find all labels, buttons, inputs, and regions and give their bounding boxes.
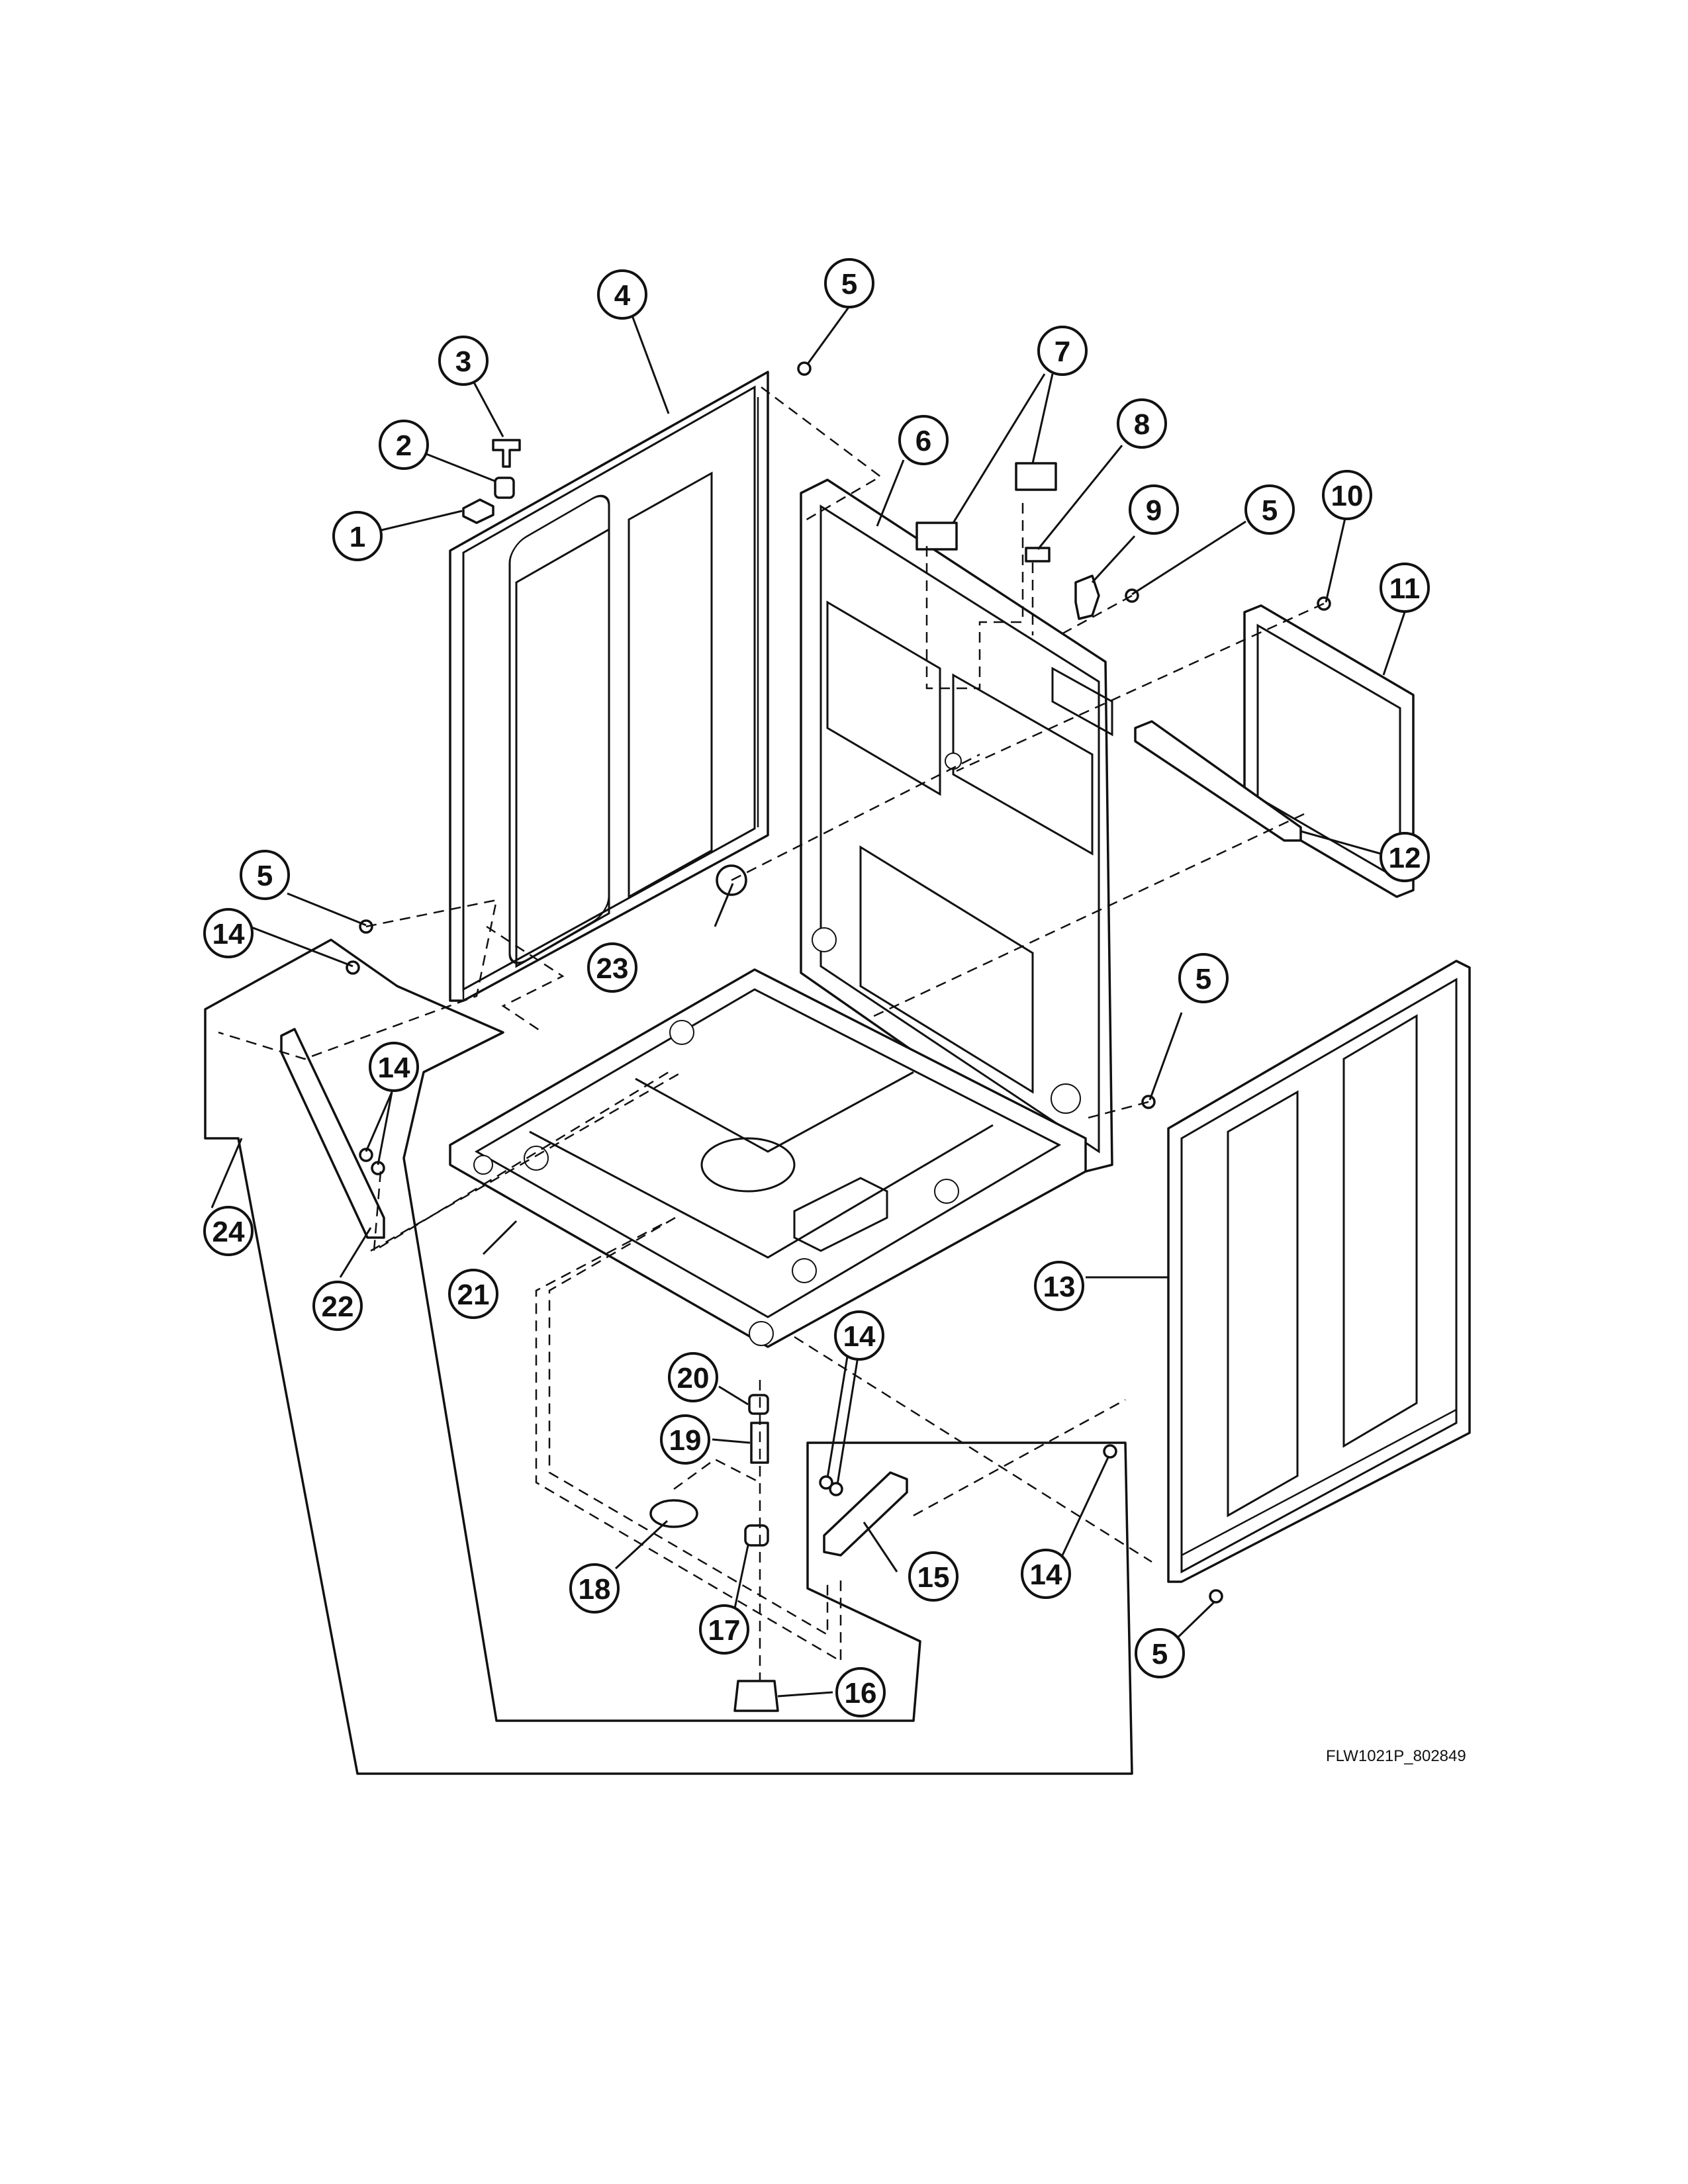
svg-text:22: 22 [322, 1291, 354, 1323]
callout-12: 12 [1380, 832, 1430, 882]
svg-text:24: 24 [212, 1216, 245, 1248]
callout-5-top: 5 [824, 258, 874, 308]
part-17-spacer [744, 1524, 769, 1547]
svg-text:10: 10 [1331, 480, 1364, 512]
svg-text:5: 5 [1152, 1638, 1168, 1670]
callout-1: 1 [332, 511, 383, 561]
part-13-right-side-panel [1167, 960, 1471, 1583]
svg-text:14: 14 [212, 918, 245, 950]
part-12-strip [1134, 720, 1302, 842]
callout-24: 24 [203, 1206, 254, 1256]
part-15-brace [823, 1471, 908, 1557]
callout-23: 23 [587, 942, 637, 993]
callout-20: 20 [668, 1352, 718, 1402]
svg-text:18: 18 [579, 1573, 611, 1606]
svg-text:1: 1 [350, 521, 365, 553]
leader-lines [211, 306, 1406, 1698]
callout-14-right: 14 [1021, 1549, 1071, 1599]
callout-22: 22 [312, 1281, 363, 1331]
callout-5-upper-right: 5 [1244, 484, 1295, 535]
part-7-label-upper [1015, 462, 1057, 491]
svg-text:7: 7 [1055, 336, 1070, 368]
callout-5-bottom: 5 [1135, 1628, 1185, 1678]
diagram-code: FLW1021P_802849 [1326, 1747, 1466, 1765]
svg-text:4: 4 [614, 279, 631, 312]
svg-text:19: 19 [669, 1424, 702, 1457]
svg-text:11: 11 [1389, 572, 1421, 605]
svg-text:20: 20 [677, 1362, 710, 1394]
part-7-label-lower [915, 522, 958, 551]
svg-text:23: 23 [596, 952, 629, 985]
callout-13: 13 [1034, 1261, 1084, 1311]
callout-15: 15 [908, 1551, 959, 1602]
part-2-nut [494, 477, 515, 499]
svg-text:5: 5 [1196, 963, 1211, 995]
svg-text:21: 21 [457, 1279, 490, 1311]
svg-text:12: 12 [1389, 842, 1421, 874]
callout-8: 8 [1117, 398, 1167, 449]
svg-text:14: 14 [378, 1052, 410, 1084]
callout-9: 9 [1129, 484, 1179, 535]
callout-19: 19 [660, 1414, 710, 1465]
svg-text:6: 6 [915, 425, 931, 457]
svg-text:14: 14 [1030, 1559, 1062, 1591]
svg-text:3: 3 [455, 345, 471, 378]
svg-text:2: 2 [396, 430, 412, 462]
svg-text:13: 13 [1043, 1271, 1076, 1303]
part-19-bolt [750, 1422, 769, 1464]
callout-14-center: 14 [834, 1310, 884, 1361]
svg-text:5: 5 [257, 860, 273, 892]
part-3-screw [492, 439, 521, 468]
svg-text:5: 5 [841, 268, 857, 300]
part-20-nut [748, 1394, 769, 1415]
part-18-pad [649, 1499, 698, 1528]
callout-21: 21 [448, 1269, 498, 1319]
callout-5-left: 5 [240, 850, 290, 900]
svg-text:15: 15 [917, 1561, 950, 1594]
callout-14-left-upper: 14 [203, 908, 254, 958]
part-9-bracket [1074, 574, 1100, 620]
callout-14-left-lower: 14 [369, 1042, 419, 1092]
callout-16: 16 [835, 1667, 886, 1717]
svg-text:8: 8 [1134, 408, 1150, 441]
callout-6: 6 [898, 415, 949, 465]
callout-5-right: 5 [1178, 953, 1229, 1003]
callout-7: 7 [1037, 326, 1088, 376]
assembly-lines [218, 387, 1325, 1681]
callout-10: 10 [1322, 470, 1372, 520]
callouts: 1 2 3 4 5 6 7 8 9 5 10 11 12 5 14 23 5 1… [203, 258, 1430, 1717]
callout-18: 18 [569, 1563, 620, 1614]
callout-17: 17 [699, 1604, 749, 1655]
part-16-foot [733, 1680, 779, 1712]
svg-text:16: 16 [845, 1677, 877, 1709]
callout-3: 3 [438, 336, 489, 386]
callout-11: 11 [1380, 563, 1430, 613]
callout-2: 2 [379, 420, 429, 470]
part-24-outline-panel [204, 938, 1133, 1775]
svg-text:9: 9 [1146, 494, 1162, 527]
callout-4: 4 [597, 269, 647, 320]
svg-text:5: 5 [1262, 494, 1278, 527]
svg-text:17: 17 [708, 1614, 741, 1647]
part-4-left-side-panel [449, 371, 769, 1002]
svg-text:14: 14 [843, 1320, 876, 1353]
part-6-rear-panel [800, 478, 1113, 1173]
part-1-clip [462, 498, 494, 524]
part-8-clip [1025, 547, 1051, 563]
